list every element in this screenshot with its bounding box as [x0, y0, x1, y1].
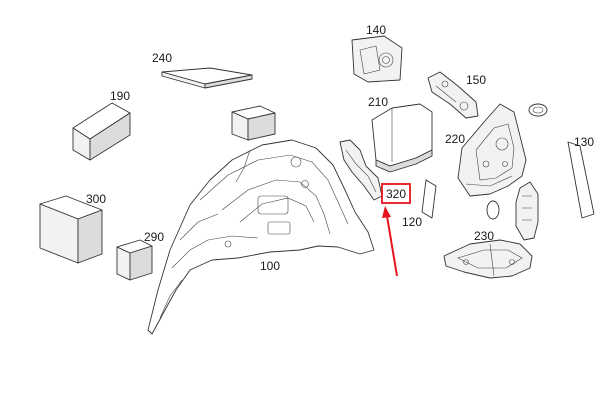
label-240: 240: [152, 51, 172, 65]
part-grommet: [528, 103, 548, 117]
label-320: 320: [386, 187, 406, 201]
part-300-block: [39, 195, 103, 264]
part-210-panel: [371, 103, 433, 173]
part-small-cube: [231, 105, 276, 141]
label-150: 150: [466, 73, 486, 87]
label-290: 290: [144, 230, 164, 244]
label-120: 120: [402, 215, 422, 229]
part-140-plate: [351, 35, 403, 83]
highlight-arrow: [382, 206, 398, 277]
part-150-bracket: [427, 71, 479, 119]
label-190: 190: [110, 89, 130, 103]
part-240-slab: [161, 67, 253, 89]
part-290-block: [116, 239, 153, 281]
label-300: 300: [86, 192, 106, 206]
part-100-wheelhouse-panel: [147, 139, 375, 335]
part-130-panel: [567, 141, 595, 219]
label-230: 230: [474, 229, 494, 243]
part-oval-cap: [486, 200, 500, 220]
part-190-block: [72, 102, 131, 161]
label-130: 130: [574, 135, 594, 149]
part-120-pad: [421, 179, 437, 219]
part-clip-strip: [515, 181, 539, 241]
highlight-box-320: [381, 183, 411, 204]
label-140: 140: [366, 23, 386, 37]
part-220-bracket-assembly: [457, 103, 527, 197]
part-230-tray: [443, 239, 533, 279]
label-220: 220: [445, 132, 465, 146]
label-100: 100: [260, 259, 280, 273]
label-210: 210: [368, 95, 388, 109]
